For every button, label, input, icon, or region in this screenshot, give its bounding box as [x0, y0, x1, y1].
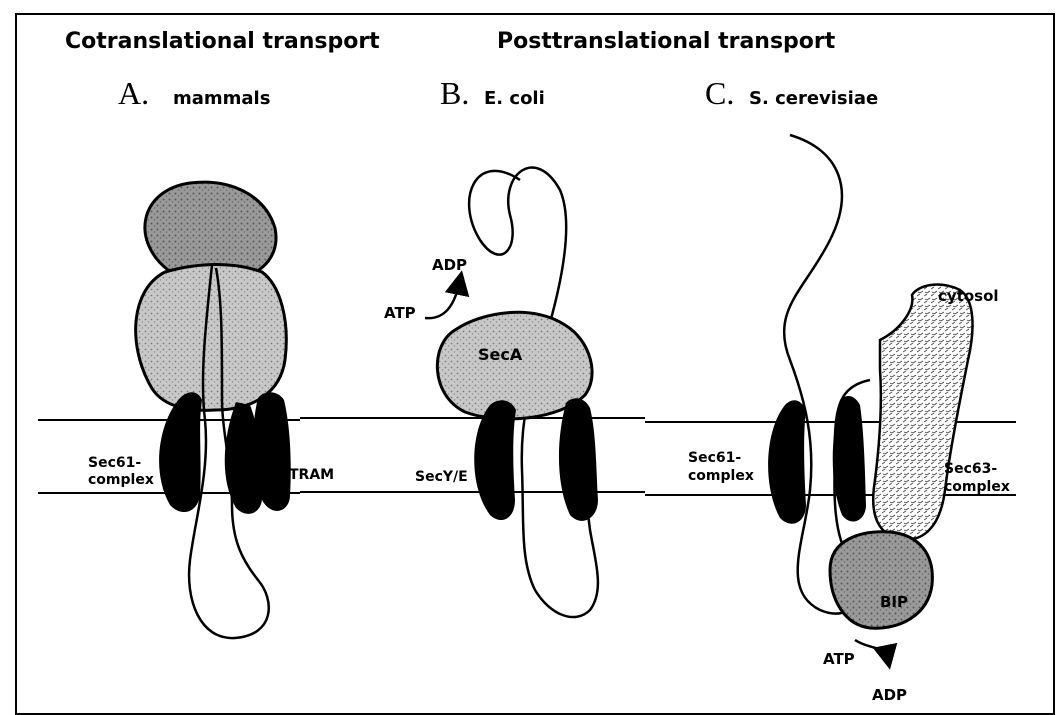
label-secye: SecY/E: [415, 469, 468, 485]
label-atp-c: ATP: [823, 650, 855, 668]
panel-c-organism: S. cerevisiae: [749, 88, 878, 109]
label-sec63-line1: Sec63-: [944, 461, 997, 477]
panel-b-letter: B.: [440, 75, 469, 111]
label-bip: BIP: [880, 593, 908, 611]
secye-right: [559, 398, 598, 521]
label-cytosol: cytosol: [938, 287, 999, 305]
heading-cotranslational: Cotranslational transport: [65, 29, 380, 54]
label-atp-b: ATP: [384, 304, 416, 322]
label-tram: TRAM: [289, 467, 334, 483]
panel-a-letter: A.: [118, 75, 149, 111]
sec61-complex-a-left: [159, 392, 202, 512]
bip-chaperone: [830, 532, 932, 628]
panel-a-organism: mammals: [173, 88, 270, 109]
label-sec61-c-line1: Sec61-: [688, 450, 741, 466]
label-sec61-c-line2: complex: [688, 468, 754, 484]
sec63-complex: [873, 285, 972, 540]
label-sec63-line2: complex: [944, 479, 1010, 495]
panel-c-letter: C.: [705, 75, 734, 111]
panel-b-organism: E. coli: [484, 88, 545, 109]
label-sec61-a-line1: Sec61-: [88, 455, 141, 471]
sec61-complex-c-left: [768, 400, 806, 523]
atp-to-adp-arrow-b: [425, 280, 460, 318]
sec61-complex-c-right: [833, 396, 866, 522]
label-seca: SecA: [478, 345, 523, 364]
heading-posttranslational: Posttranslational transport: [497, 29, 836, 54]
label-sec61-a-line2: complex: [88, 472, 154, 488]
atp-to-adp-arrow-c: [855, 640, 888, 660]
label-adp-b: ADP: [432, 256, 467, 274]
label-adp-c: ADP: [872, 686, 907, 704]
